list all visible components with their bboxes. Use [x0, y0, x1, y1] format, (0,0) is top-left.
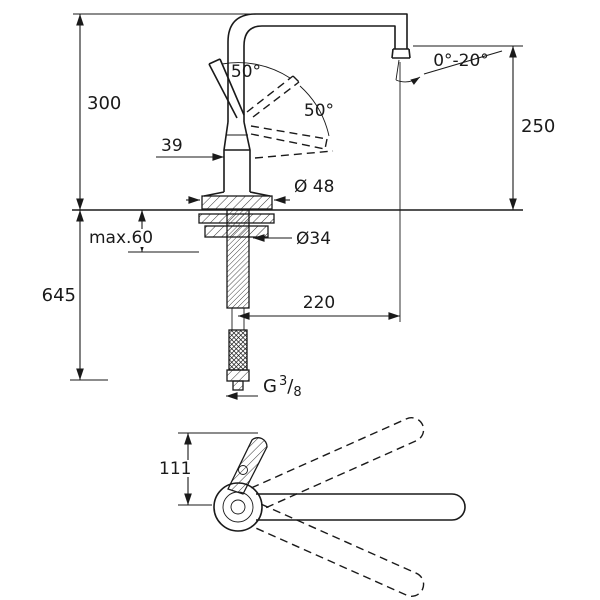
lever-handle	[208, 58, 245, 119]
base-plate	[201, 195, 273, 210]
dim-label-39: 39	[161, 136, 183, 156]
body-outer-circle	[213, 482, 263, 532]
spout-arm-upper-dashed	[251, 417, 425, 511]
dia-label-34: Ø34	[296, 229, 331, 249]
lever-top-view	[227, 437, 268, 495]
hose-connector	[226, 369, 250, 382]
thread-prefix: G	[263, 376, 277, 397]
spout-outline	[227, 13, 408, 122]
spout-arm-lower-dashed-group	[251, 503, 425, 597]
hose-nipple	[232, 380, 244, 391]
threaded-shank	[226, 209, 250, 309]
dim-label-220: 220	[303, 293, 335, 313]
spout-arm-lower-dashed	[251, 503, 425, 597]
stream-angle-arc	[395, 76, 421, 85]
angle-label-50-a: 50°	[231, 62, 261, 82]
stream-angle-reference-line	[395, 59, 400, 81]
lever-pivot-circle	[238, 465, 248, 475]
spout-arm-upper-dashed-group	[251, 417, 425, 511]
supply-tube	[231, 308, 245, 330]
lever-leader-dashed	[254, 150, 334, 159]
lever-position-mid-dashed	[246, 75, 300, 118]
dim-label-300: 300	[87, 93, 121, 114]
lever-position-right-dashed	[250, 125, 328, 150]
dia-label-48: Ø 48	[294, 177, 334, 197]
label-bg-111	[155, 460, 199, 477]
stream-angle-slant-line	[423, 50, 503, 75]
body-inner-circle	[230, 499, 246, 515]
thread-numerator: 3	[279, 374, 287, 389]
thread-denominator: 8	[293, 385, 301, 400]
faucet-top-view: 111	[155, 417, 466, 597]
label-bg-max60	[85, 229, 161, 247]
lever-arc-2	[299, 85, 330, 137]
angle-label-0-20: 0°-20°	[433, 51, 489, 71]
spout-arm-solid	[256, 493, 466, 521]
dim-label-250: 250	[521, 116, 555, 137]
thread-slash: /	[287, 376, 294, 397]
aerator-outlet	[391, 48, 411, 59]
lever-arc-1	[221, 62, 291, 79]
dim-label-645: 645	[42, 285, 76, 306]
body-mid-circle	[222, 491, 254, 523]
faucet-side-view: 300 645 250 max.60 39 50° 50° 0°-20° Ø 4…	[42, 13, 555, 400]
braided-hose	[228, 329, 248, 371]
angle-label-50-b: 50°	[304, 101, 334, 121]
dim-label-max60: max.60	[89, 228, 153, 248]
dim-label-111: 111	[159, 459, 191, 479]
faucet-body	[203, 121, 271, 197]
